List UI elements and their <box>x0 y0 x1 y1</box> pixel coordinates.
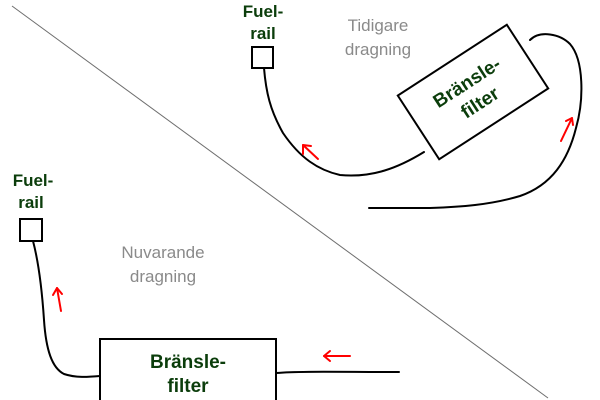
old-fuel-rail-connector <box>251 46 274 69</box>
old-fuel-rail-label-line2: rail <box>250 24 276 43</box>
new-hose-rail-to-filter <box>32 240 101 378</box>
old-flow-arrow-right-loop <box>560 117 574 142</box>
new-fuel-rail-connector <box>19 218 43 242</box>
new-flow-arrow-left <box>323 350 351 362</box>
old-fuel-rail-label-line1: Fuel- <box>243 2 284 21</box>
new-routing-caption-line2: dragning <box>130 267 196 286</box>
new-flow-arrow-up <box>52 287 63 312</box>
old-routing-section: Tidigare dragning Fuel- rail Bränsle- fi… <box>243 2 583 209</box>
new-fuel-rail-label-line2: rail <box>18 193 44 212</box>
old-hose-rail-to-filter <box>263 67 425 177</box>
old-routing-caption-line1: Tidigare <box>348 16 409 35</box>
new-fuel-rail-label-line1: Fuel- <box>13 171 54 190</box>
old-fuel-filter-box <box>396 23 550 161</box>
old-routing-caption-line2: dragning <box>345 40 411 59</box>
old-flow-arrow-near-rail <box>302 144 319 160</box>
new-hose-incoming <box>275 370 400 374</box>
new-routing-section: Fuel- rail Nuvarande dragning Bränsle- f… <box>13 171 400 400</box>
new-routing-caption-line1: Nuvarande <box>121 243 204 262</box>
new-fuel-filter-box <box>99 338 277 400</box>
old-hose-filter-loop <box>368 33 583 209</box>
divider-line <box>11 5 549 399</box>
old-fuel-filter: Bränsle- filter <box>396 23 550 161</box>
new-fuel-filter-label-line2: filter <box>167 376 209 397</box>
new-fuel-filter-label-line1: Bränsle- <box>150 352 226 373</box>
